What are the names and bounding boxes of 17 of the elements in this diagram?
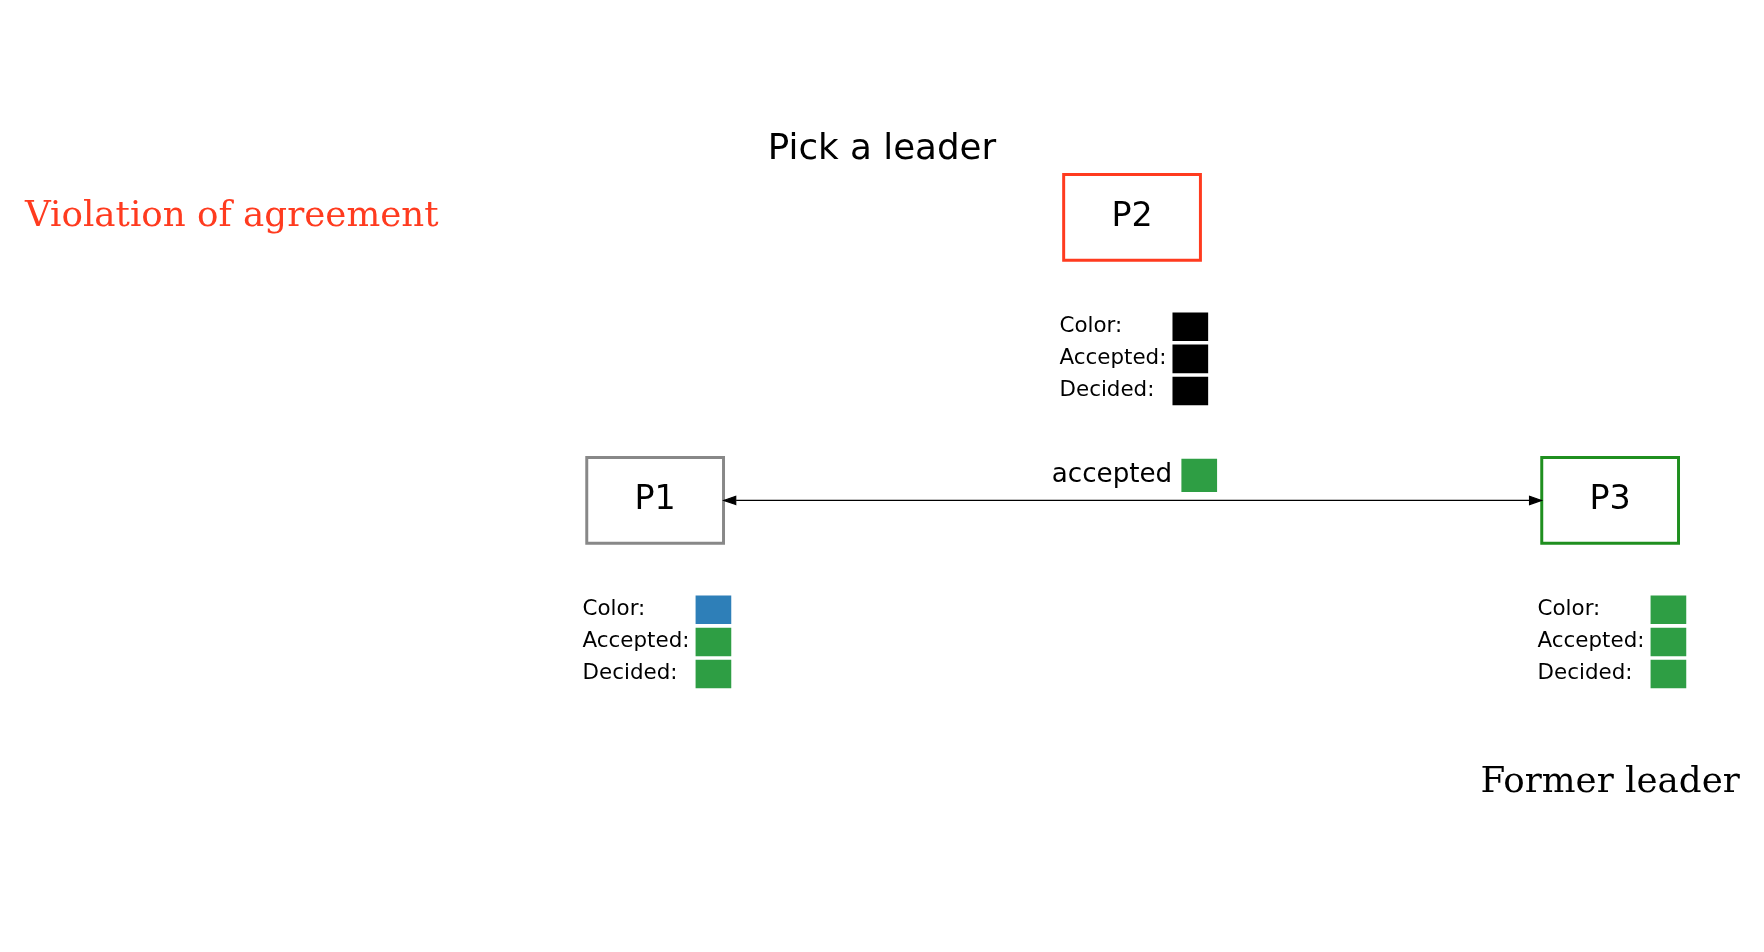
label: Former leader [1480, 759, 1740, 801]
arrow [722, 495, 1544, 506]
edge-label: accepted [1051, 458, 1173, 489]
legend-label: Decided: [1537, 659, 1633, 685]
legend-label: Color: [1059, 311, 1123, 337]
legend-label: Decided: [582, 659, 678, 685]
legend-label: Accepted: [582, 627, 690, 653]
node-box: P1 [585, 456, 725, 545]
node-box: P2 [1062, 173, 1202, 262]
legend-label: Accepted: [1537, 627, 1645, 653]
legend-label: Decided: [1059, 376, 1155, 402]
legend-label: Accepted: [1059, 344, 1167, 370]
label: Violation of agreement [24, 193, 439, 235]
node-box: P3 [1540, 456, 1680, 545]
legend-label: Color: [1537, 595, 1601, 621]
diagram-title: Pick a leader [767, 126, 997, 168]
legend-label: Color: [582, 595, 646, 621]
